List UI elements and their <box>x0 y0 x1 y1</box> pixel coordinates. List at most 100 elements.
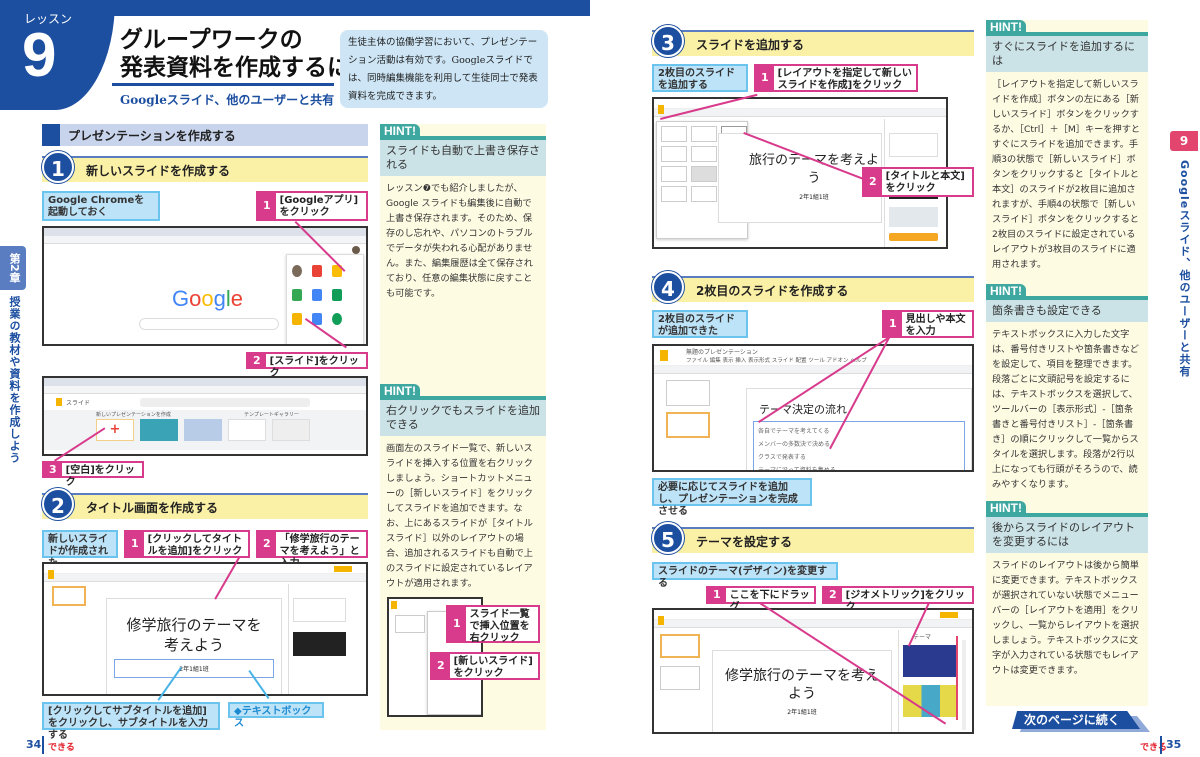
theme-panel-scrollbar[interactable] <box>962 640 966 730</box>
hint-autosave: HINT! スライドも自動で上書き保存される レッスン❼でも紹介しましたが、Go… <box>380 124 546 306</box>
slides-titlebar: 無題のプレゼンテーション ファイル 編集 表示 挿入 表示形式 スライド 配置 … <box>654 346 972 366</box>
address-bar <box>44 236 366 244</box>
slide-thumbnail[interactable] <box>395 615 425 633</box>
slide-thumbnail-2[interactable] <box>666 412 710 438</box>
hint-right-click: HINT! 右クリックでもスライドを追加できる 画面左のスライド一覧で、新しいス… <box>380 384 546 596</box>
template-flashcard[interactable] <box>184 419 222 441</box>
theme-geometric[interactable] <box>903 645 956 677</box>
new-presentation-label: 新しいプレゼンテーションを作成 <box>96 412 171 418</box>
menu-bar[interactable]: ファイル 編集 表示 挿入 表示形式 スライド 配置 ツール アドオン ヘルプ <box>686 358 867 364</box>
title-rule <box>112 83 334 86</box>
callout-drag: 1 ここを下にドラッグ <box>706 586 816 613</box>
callout-number: 3 <box>44 463 62 476</box>
slide-thumbnail-1[interactable] <box>660 634 700 658</box>
blank-template[interactable]: + <box>96 419 134 441</box>
share-button[interactable] <box>334 566 352 572</box>
theme-panel <box>288 584 350 694</box>
screenshot-google-home: Google <box>42 226 368 346</box>
classroom-icon[interactable] <box>292 289 302 301</box>
drive-icon[interactable] <box>332 265 342 277</box>
template-gallery-link[interactable]: テンプレートギャラリー <box>244 412 299 418</box>
slide-thumbnail-1[interactable] <box>666 380 710 406</box>
layout-option[interactable] <box>661 146 687 162</box>
chapter-tab: 第2章 <box>0 246 26 290</box>
screenshot-theme: 修学旅行のテーマを考えよう 2年1組1班 テーマ <box>652 608 974 734</box>
theme-option[interactable] <box>889 133 938 157</box>
step-title: テーマを設定する <box>696 535 793 549</box>
callout-new-slide: 2 [新しいスライド]をクリック <box>430 652 540 680</box>
slide-canvas: 旅行のテーマを考えよう 2年1組1班 <box>718 133 882 223</box>
screenshot-layout-menu: 旅行のテーマを考えよう 2年1組1班 <box>652 97 948 249</box>
slides-titlebar <box>654 99 946 114</box>
template-more[interactable] <box>272 419 310 441</box>
page-subtitle: Googleスライド、他のユーザーと共有 <box>120 93 335 107</box>
callout-number: 2 <box>258 532 276 556</box>
slide-title[interactable]: 修学旅行のテーマを考えよう <box>126 616 262 654</box>
note-textbox-term: ◆テキストボックス <box>228 702 324 729</box>
search-input[interactable] <box>140 397 311 407</box>
account-icon[interactable] <box>292 265 302 277</box>
screenshot-slides-home: スライド 新しいプレゼンテーションを作成 テンプレートギャラリー + <box>42 376 368 456</box>
layout-option[interactable] <box>691 126 717 142</box>
lesson-side-title: Googleスライド、他のユーザーと共有 <box>1178 160 1191 378</box>
theme-simple-light[interactable] <box>293 598 346 622</box>
title-line-2: 発表資料を作成するには <box>120 55 373 81</box>
layout-option[interactable] <box>691 186 717 202</box>
callout-title-and-body: 2 [タイトルと本文]をクリック <box>862 167 974 197</box>
section-marker <box>42 124 60 146</box>
hint-tag: HINT! <box>380 124 420 138</box>
gmail-icon[interactable] <box>312 265 322 277</box>
toolbar <box>654 109 946 117</box>
note-new-slide: 新しいスライドが作成された <box>42 530 118 569</box>
browser-tabs <box>44 228 366 236</box>
note-second-added: 2枚目のスライドが追加できた <box>652 310 748 338</box>
slide-thumbnail[interactable] <box>52 586 86 606</box>
app-name: スライド <box>66 399 91 407</box>
layout-option[interactable] <box>661 166 687 182</box>
hint-tag: HINT! <box>986 20 1026 34</box>
docs-icon[interactable] <box>312 289 322 301</box>
callout-add-title: 1 [クリックしてタイトルを追加]をクリック <box>124 530 250 558</box>
share-button[interactable] <box>940 612 958 618</box>
callout-google-apps: 1 [Googleアプリ]をクリック <box>256 191 368 221</box>
callout-text: [Googleアプリ]をクリック <box>279 195 359 218</box>
callout-enter-text: 1 見出しや本文を入力 <box>882 310 974 338</box>
sheets-icon[interactable] <box>332 289 342 301</box>
slides-icon[interactable] <box>292 313 302 325</box>
title-line-1: グループワークの <box>120 27 303 53</box>
callout-number: 1 <box>708 588 726 602</box>
slide-heading[interactable]: テーマ決定の流れ <box>759 403 847 416</box>
lesson-side-tab: 9 <box>1170 131 1198 151</box>
hint-tag: HINT! <box>986 284 1026 298</box>
import-theme-button[interactable] <box>889 233 938 241</box>
bullet-item: テーマに沿って資料を集める <box>758 467 836 472</box>
doc-title[interactable]: 無題のプレゼンテーション <box>686 349 758 356</box>
body-textbox[interactable]: 各自でテーマを考えてくる メンバーの多数決で決める クラスで発表する テーマに沿… <box>753 421 965 472</box>
step-number: 2 <box>42 488 74 520</box>
search-input[interactable] <box>139 318 279 330</box>
step-5-header: 5 テーマを設定する <box>652 522 974 554</box>
avatar[interactable] <box>352 246 360 254</box>
layout-option[interactable] <box>661 126 687 142</box>
chapter-title: 授業の教材や資料を作成しよう <box>8 296 21 464</box>
template-portfolio[interactable] <box>228 419 266 441</box>
layout-option[interactable] <box>691 166 717 182</box>
callout-number: 2 <box>248 354 266 367</box>
google-logo: Google <box>172 286 244 311</box>
template-self-intro[interactable] <box>140 419 178 441</box>
slide-subtitle-textbox[interactable]: 2年1組1班 <box>114 659 274 678</box>
callout-right-click: 1 スライド一覧で挿入位置を右クリック <box>446 605 540 644</box>
calendar-icon[interactable] <box>312 313 322 325</box>
theme-option[interactable] <box>889 207 938 227</box>
slide-thumbnail-2[interactable] <box>660 666 700 690</box>
layout-option[interactable] <box>661 186 687 202</box>
layout-option[interactable] <box>691 146 717 162</box>
step-number: 1 <box>42 151 74 183</box>
callout-text: [新しいスライド]をクリック <box>453 656 533 679</box>
theme-simple-dark[interactable] <box>293 632 346 656</box>
callout-number: 1 <box>258 193 276 219</box>
slide-subtitle: 2年1組1班 <box>799 194 829 201</box>
chat-icon[interactable] <box>332 313 342 325</box>
slides-logo-icon <box>658 616 664 625</box>
slides-logo-icon <box>391 601 397 609</box>
